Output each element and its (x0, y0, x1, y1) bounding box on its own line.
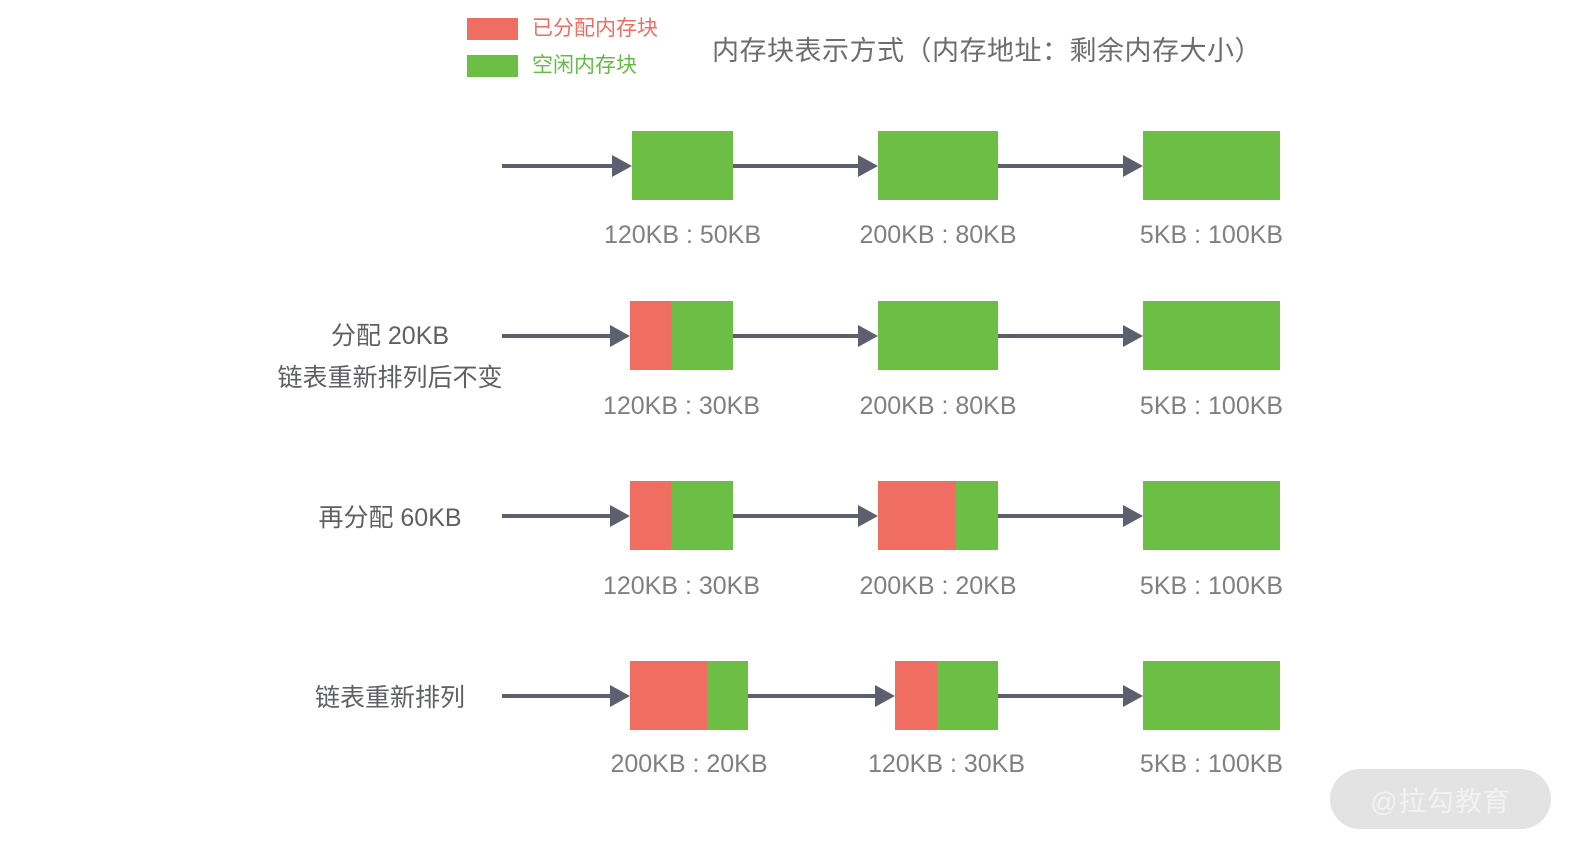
link-arrow (733, 505, 878, 527)
row-label-line: 链表重新排列 (314, 684, 465, 712)
memory-block (1143, 481, 1280, 550)
memory-row: 链表重新排列 200KB : 20KB 120KB : 30KB 5KB : 100K… (0, 0, 1570, 778)
free-segment (1143, 481, 1280, 550)
list-head-arrow (502, 685, 630, 707)
block-caption: 120KB : 30KB (602, 572, 761, 600)
allocated-segment (630, 661, 707, 730)
link-arrow (998, 325, 1143, 347)
link-arrow (998, 505, 1143, 527)
arrow-shaft (733, 334, 858, 338)
allocated-segment (895, 661, 938, 730)
memory-block (632, 131, 733, 200)
free-segment (1143, 301, 1280, 370)
link-arrow (733, 325, 878, 347)
block-caption: 120KB : 30KB (602, 392, 761, 420)
arrow-shaft (502, 514, 610, 518)
arrow-head-icon (1123, 685, 1143, 707)
block-caption: 120KB : 30KB (867, 750, 1026, 778)
arrow-head-icon (875, 685, 895, 707)
block-caption: 200KB : 20KB (859, 572, 1017, 600)
legend-swatch-allocated-icon (467, 18, 518, 40)
block-caption: 200KB : 80KB (859, 221, 1017, 249)
memory-block (1143, 131, 1280, 200)
arrow-head-icon (858, 155, 878, 177)
free-segment (632, 131, 733, 200)
arrow-head-icon (1123, 155, 1143, 177)
legend-swatch-free-icon (467, 55, 518, 77)
arrow-head-icon (1123, 325, 1143, 347)
list-head-arrow (502, 505, 630, 527)
free-segment (671, 481, 733, 550)
arrow-head-icon (858, 505, 878, 527)
arrow-head-icon (858, 325, 878, 347)
arrow-shaft (998, 694, 1123, 698)
block-caption: 200KB : 80KB (859, 392, 1017, 420)
memory-block (1143, 661, 1280, 730)
free-segment (671, 301, 733, 370)
row-label: 分配 20KB 链表重新排列后不变 (210, 315, 570, 399)
free-segment (1143, 661, 1280, 730)
memory-block (630, 661, 748, 730)
arrow-shaft (733, 514, 858, 518)
block-caption: 5KB : 100KB (1139, 221, 1284, 249)
watermark: @拉勾教育 (1330, 769, 1551, 829)
memory-block (630, 481, 733, 550)
legend-item-free: 空闲内存块 (467, 51, 658, 81)
arrow-shaft (748, 694, 875, 698)
arrow-shaft (502, 164, 612, 168)
arrow-head-icon (610, 325, 630, 347)
row-label-line: 链表重新排列后不变 (277, 364, 503, 392)
link-arrow (733, 155, 878, 177)
block-caption: 120KB : 50KB (603, 221, 762, 249)
memory-row: 再分配 60KB 120KB : 30KB 200KB : 20KB 5KB : 10… (0, 0, 1570, 600)
block-caption: 5KB : 100KB (1139, 750, 1284, 778)
memory-block (895, 661, 998, 730)
row-label: 链表重新排列 (210, 677, 570, 719)
allocated-segment (630, 301, 672, 370)
arrow-shaft (502, 694, 610, 698)
free-segment (706, 661, 748, 730)
list-head-arrow (502, 325, 630, 347)
free-segment (1143, 131, 1280, 200)
legend-item-allocated: 已分配内存块 (467, 14, 658, 44)
link-arrow (998, 685, 1143, 707)
memory-block (1143, 301, 1280, 370)
legend: 已分配内存块 空闲内存块 (467, 14, 658, 88)
arrow-shaft (502, 334, 610, 338)
row-label-line: 分配 20KB (330, 322, 450, 350)
memory-block (878, 131, 998, 200)
memory-row: 分配 20KB 链表重新排列后不变 120KB : 30KB 200KB : 80KB… (0, 0, 1570, 420)
legend-label-allocated: 已分配内存块 (532, 17, 658, 40)
memory-block (630, 301, 733, 370)
block-caption: 5KB : 100KB (1139, 572, 1284, 600)
memory-block (878, 481, 998, 550)
link-arrow (748, 685, 895, 707)
free-segment (937, 661, 998, 730)
block-caption: 200KB : 20KB (610, 750, 768, 778)
arrow-head-icon (610, 685, 630, 707)
list-head-arrow (502, 155, 632, 177)
row-label-line: 再分配 60KB (318, 504, 462, 532)
legend-label-free: 空闲内存块 (532, 54, 637, 77)
watermark-text: @拉勾教育 (1370, 786, 1511, 817)
arrow-shaft (998, 164, 1123, 168)
arrow-shaft (998, 514, 1123, 518)
arrow-shaft (733, 164, 858, 168)
free-segment (878, 301, 998, 370)
diagram-title: 内存块表示方式（内存地址：剩余内存大小） (712, 36, 1262, 66)
link-arrow (998, 155, 1143, 177)
arrow-shaft (998, 334, 1123, 338)
free-segment (878, 131, 998, 200)
allocated-segment (630, 481, 672, 550)
arrow-head-icon (1123, 505, 1143, 527)
memory-block (878, 301, 998, 370)
arrow-head-icon (612, 155, 632, 177)
block-caption: 5KB : 100KB (1139, 392, 1284, 420)
memory-row: 120KB : 50KB 200KB : 80KB 5KB : 100KB (0, 0, 1570, 249)
free-segment (956, 481, 998, 550)
arrow-head-icon (610, 505, 630, 527)
row-label: 再分配 60KB (210, 497, 570, 539)
allocated-segment (878, 481, 956, 550)
